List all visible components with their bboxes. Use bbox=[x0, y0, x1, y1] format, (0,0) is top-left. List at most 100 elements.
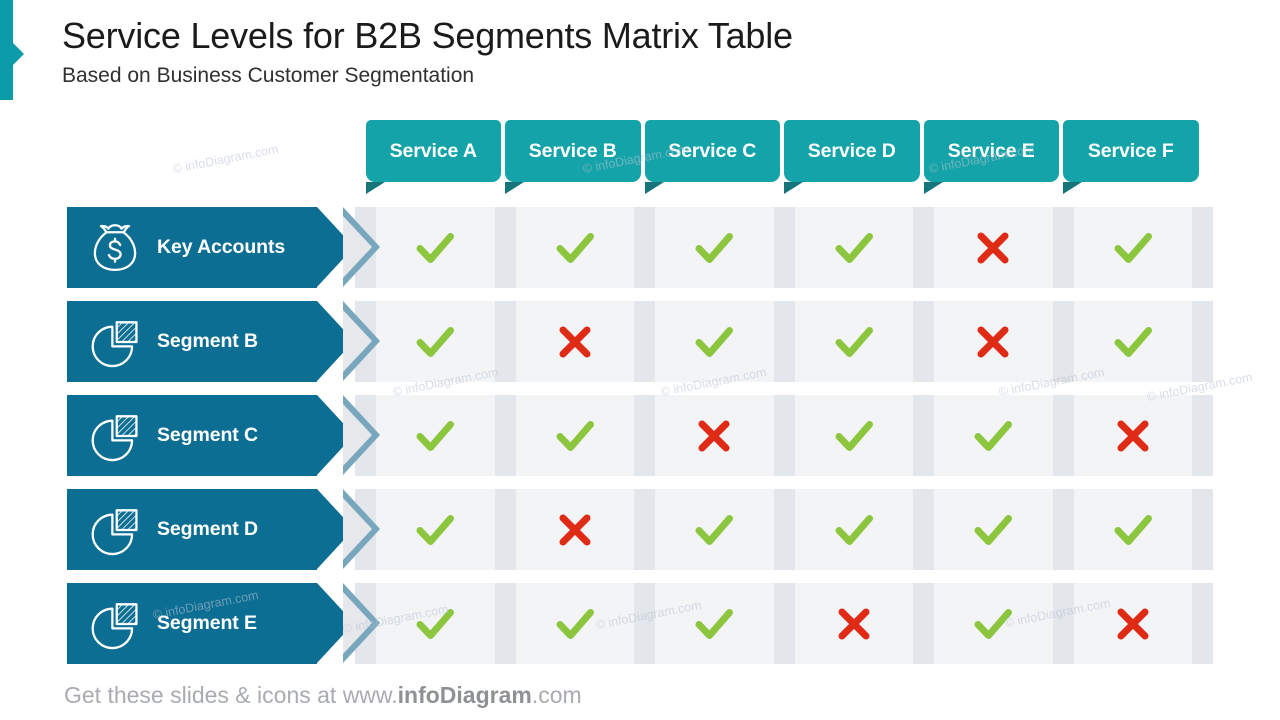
grid-cell[interactable] bbox=[794, 489, 913, 570]
grid-gap-column bbox=[1192, 395, 1213, 476]
grid-gap-column bbox=[1052, 301, 1074, 382]
check-icon[interactable] bbox=[969, 506, 1017, 554]
grid-gap-column bbox=[773, 489, 795, 570]
grid-cell[interactable] bbox=[655, 489, 774, 570]
service-header-tab[interactable]: Service E bbox=[923, 120, 1059, 182]
check-icon[interactable] bbox=[690, 600, 738, 648]
segment-row-label[interactable]: Segment B bbox=[67, 301, 380, 382]
grid-gap-column bbox=[913, 301, 934, 382]
service-header-label: Service D bbox=[807, 139, 896, 162]
check-icon[interactable] bbox=[969, 412, 1017, 460]
service-header-tab[interactable]: Service F bbox=[1063, 120, 1199, 182]
cross-icon[interactable] bbox=[551, 506, 599, 554]
segment-row-label[interactable]: Segment C bbox=[67, 395, 380, 476]
check-icon[interactable] bbox=[411, 506, 459, 554]
grid-cell[interactable] bbox=[1073, 489, 1192, 570]
check-icon[interactable] bbox=[551, 600, 599, 648]
grid-cell[interactable] bbox=[655, 583, 774, 664]
grid-cell[interactable] bbox=[376, 301, 495, 382]
check-icon[interactable] bbox=[830, 506, 878, 554]
service-header-tab[interactable]: Service D bbox=[784, 120, 920, 182]
check-icon[interactable] bbox=[969, 600, 1017, 648]
check-icon[interactable] bbox=[1109, 224, 1157, 272]
cross-icon[interactable] bbox=[1109, 600, 1157, 648]
grid-gap-column bbox=[1192, 489, 1213, 570]
page-subtitle: Based on Business Customer Segmentation bbox=[62, 64, 475, 87]
grid-gap-column bbox=[1052, 395, 1074, 476]
check-icon[interactable] bbox=[411, 412, 459, 460]
grid-cell[interactable] bbox=[934, 583, 1053, 664]
grid-cell[interactable] bbox=[515, 395, 634, 476]
grid-gap-column bbox=[1052, 583, 1074, 664]
page-title: Service Levels for B2B Segments Matrix T… bbox=[62, 15, 793, 56]
service-header-label: Service E bbox=[947, 139, 1035, 162]
service-header-tail-icon bbox=[644, 182, 664, 194]
check-icon[interactable] bbox=[1109, 506, 1157, 554]
service-header-tab[interactable]: Service A bbox=[365, 120, 501, 182]
check-icon[interactable] bbox=[830, 318, 878, 366]
grid-gap-column bbox=[1052, 489, 1074, 570]
grid-cell[interactable] bbox=[376, 207, 495, 288]
grid-gap-column bbox=[494, 207, 516, 288]
grid-gap-column bbox=[634, 301, 655, 382]
pie-chart-icon bbox=[87, 408, 143, 464]
footer-suffix: .com bbox=[531, 682, 582, 708]
segment-row-label[interactable]: Key Accounts bbox=[67, 207, 380, 288]
check-icon[interactable] bbox=[830, 224, 878, 272]
grid-gap-column bbox=[634, 207, 655, 288]
service-header-tail-icon bbox=[365, 182, 385, 194]
cross-icon[interactable] bbox=[551, 318, 599, 366]
segment-chevron-body bbox=[67, 207, 317, 288]
service-header-tail-icon bbox=[505, 182, 524, 194]
check-icon[interactable] bbox=[551, 224, 599, 272]
grid-cell[interactable] bbox=[1073, 207, 1192, 288]
grid-gap-column bbox=[773, 301, 795, 382]
service-header-label: Service A bbox=[389, 139, 477, 162]
grid-cell[interactable] bbox=[655, 207, 774, 288]
cross-icon[interactable] bbox=[1109, 412, 1157, 460]
check-icon[interactable] bbox=[411, 318, 459, 366]
left-accent-bar bbox=[0, 0, 13, 100]
grid-cell[interactable] bbox=[655, 301, 774, 382]
segment-row-label-text: Key Accounts bbox=[157, 236, 286, 258]
grid-gap-column bbox=[773, 207, 795, 288]
check-icon[interactable] bbox=[690, 224, 738, 272]
grid-cell[interactable] bbox=[1073, 301, 1192, 382]
service-header-label: Service F bbox=[1087, 139, 1174, 162]
grid-cell[interactable] bbox=[794, 301, 913, 382]
grid-cell[interactable] bbox=[376, 583, 495, 664]
grid-cell[interactable] bbox=[376, 489, 495, 570]
check-icon[interactable] bbox=[551, 412, 599, 460]
grid-cell[interactable] bbox=[515, 207, 634, 288]
segment-chevron-body bbox=[67, 301, 317, 382]
segment-chevron-tip-inner bbox=[343, 216, 372, 278]
cross-icon[interactable] bbox=[830, 600, 878, 648]
segment-row-label[interactable]: Segment E bbox=[67, 583, 380, 664]
check-icon[interactable] bbox=[830, 412, 878, 460]
cross-icon[interactable] bbox=[969, 318, 1017, 366]
cross-icon[interactable] bbox=[969, 224, 1017, 272]
grid-cell[interactable] bbox=[934, 489, 1053, 570]
grid-cell[interactable] bbox=[794, 395, 913, 476]
service-header-label: Service B bbox=[528, 139, 617, 162]
service-header-tab[interactable]: Service C bbox=[644, 120, 780, 182]
segment-chevron-tip-inner bbox=[343, 498, 372, 560]
cross-icon[interactable] bbox=[690, 412, 738, 460]
segment-row-label[interactable]: Segment D bbox=[67, 489, 380, 570]
service-header-tab[interactable]: Service B bbox=[505, 120, 641, 182]
check-icon[interactable] bbox=[1109, 318, 1157, 366]
grid-cell[interactable] bbox=[794, 207, 913, 288]
pie-chart-icon bbox=[87, 314, 143, 370]
segment-chevron-tip-inner bbox=[343, 310, 372, 372]
check-icon[interactable] bbox=[690, 506, 738, 554]
check-icon[interactable] bbox=[411, 600, 459, 648]
check-icon[interactable] bbox=[411, 224, 459, 272]
grid-cell[interactable] bbox=[376, 395, 495, 476]
grid-gap-column bbox=[773, 395, 795, 476]
grid-cell[interactable] bbox=[515, 583, 634, 664]
check-icon[interactable] bbox=[690, 318, 738, 366]
segment-row-label-text: Segment E bbox=[157, 612, 257, 634]
grid-gap-column bbox=[913, 207, 934, 288]
grid-cell[interactable] bbox=[934, 395, 1053, 476]
grid-gap-column bbox=[634, 583, 655, 664]
